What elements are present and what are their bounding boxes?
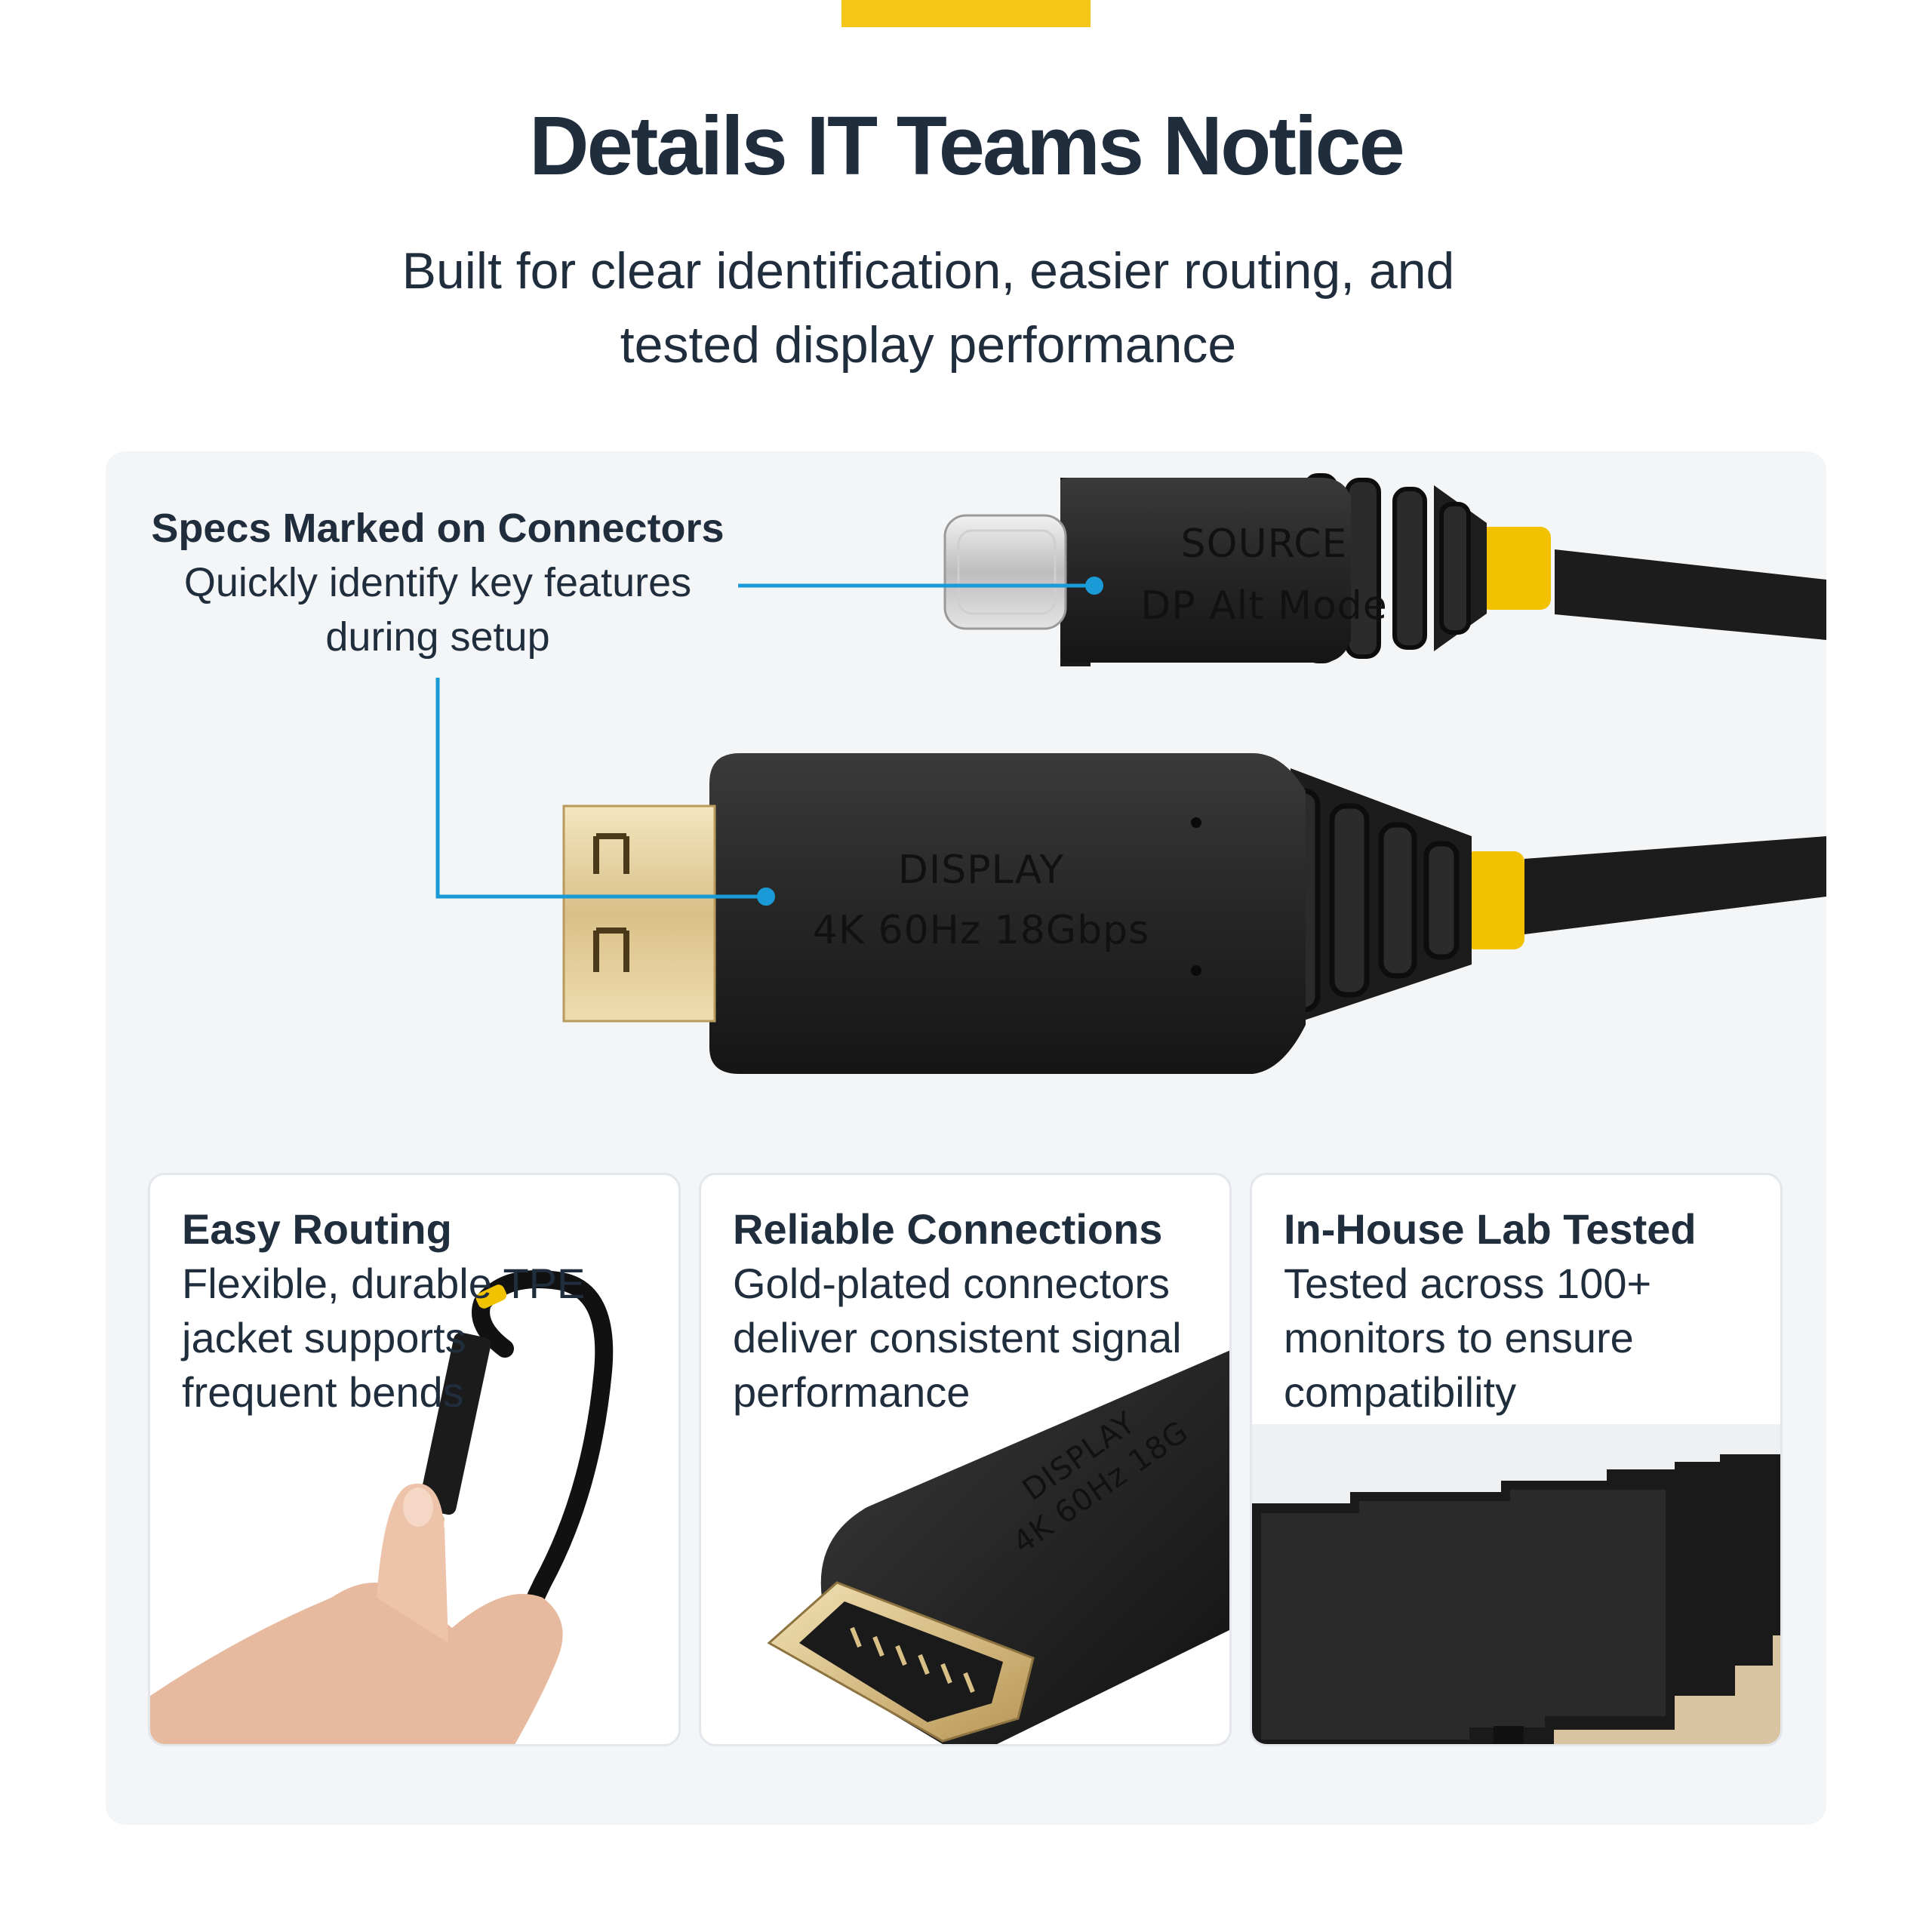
card-desc-line: compatibility bbox=[1284, 1368, 1517, 1416]
subtitle-line: tested display performance bbox=[620, 316, 1237, 374]
card-text: In-House Lab Tested Tested across 100+ m… bbox=[1284, 1202, 1758, 1420]
feature-card-reliable-connections: DISPLAY 4K 60Hz 18G Reliable Connections… bbox=[699, 1173, 1232, 1746]
feature-card-lab-tested: In-House Lab Tested Tested across 100+ m… bbox=[1250, 1173, 1783, 1746]
card-desc-line: Tested across 100+ bbox=[1284, 1260, 1652, 1307]
hdmi-connector: DISPLAY 4K 60Hz 18Gbps bbox=[562, 753, 1826, 1074]
card-desc-line: jacket supports bbox=[182, 1314, 466, 1361]
subtitle-line: Built for clear identification, easier r… bbox=[401, 242, 1455, 300]
card-desc-line: frequent bends bbox=[182, 1368, 464, 1416]
monitors-lab-image bbox=[1252, 1424, 1780, 1744]
cable-hero-illustration: SOURCE DP Alt Mode DISPLAY 4K 60Hz 18Gbp… bbox=[435, 473, 1826, 1074]
hdmi-spec-line1: DISPLAY bbox=[898, 848, 1064, 893]
callout-lines bbox=[435, 583, 1094, 899]
callout-text: Quickly identify key features bbox=[183, 560, 692, 605]
card-desc-line: Gold-plated connectors bbox=[733, 1260, 1171, 1307]
callout-dot bbox=[757, 888, 775, 906]
callout-dot bbox=[1085, 577, 1103, 595]
callout-text: during setup bbox=[325, 614, 550, 660]
callout-title: Specs Marked on Connectors bbox=[151, 506, 724, 551]
hdmi-yellow-ring bbox=[1464, 851, 1524, 949]
hdmi-spec-line2: 4K 60Hz 18Gbps bbox=[813, 908, 1149, 953]
card-title: Reliable Connections bbox=[733, 1205, 1163, 1253]
hand-holding-cable-image bbox=[150, 1270, 614, 1744]
card-title: In-House Lab Tested bbox=[1284, 1205, 1697, 1253]
card-text: Reliable Connections Gold-plated connect… bbox=[733, 1202, 1207, 1420]
card-desc-line: deliver consistent signal bbox=[733, 1314, 1182, 1361]
card-desc-line: performance bbox=[733, 1368, 971, 1416]
feature-card-easy-routing: Easy Routing Flexible, durable TPE jacke… bbox=[148, 1173, 681, 1746]
page-title: Details IT Teams Notice bbox=[529, 100, 1405, 192]
card-desc-line: Flexible, durable TPE bbox=[182, 1260, 586, 1307]
card-text: Easy Routing Flexible, durable TPE jacke… bbox=[182, 1202, 656, 1420]
hdmi-connector-closeup-image: DISPLAY 4K 60Hz 18G bbox=[767, 1350, 1229, 1744]
specs-callout: Specs Marked on Connectors Quickly ident… bbox=[121, 501, 755, 664]
usbc-spec-line1: SOURCE bbox=[1181, 521, 1348, 567]
card-desc-line: monitors to ensure bbox=[1284, 1314, 1634, 1361]
accent-bar bbox=[841, 0, 1091, 27]
usbc-spec-line2: DP Alt Mode bbox=[1140, 583, 1388, 629]
usbc-connector: SOURCE DP Alt Mode bbox=[943, 473, 1826, 666]
usbc-yellow-ring bbox=[1479, 527, 1551, 610]
page-subtitle: Built for clear identification, easier r… bbox=[287, 234, 1570, 382]
card-title: Easy Routing bbox=[182, 1205, 452, 1253]
